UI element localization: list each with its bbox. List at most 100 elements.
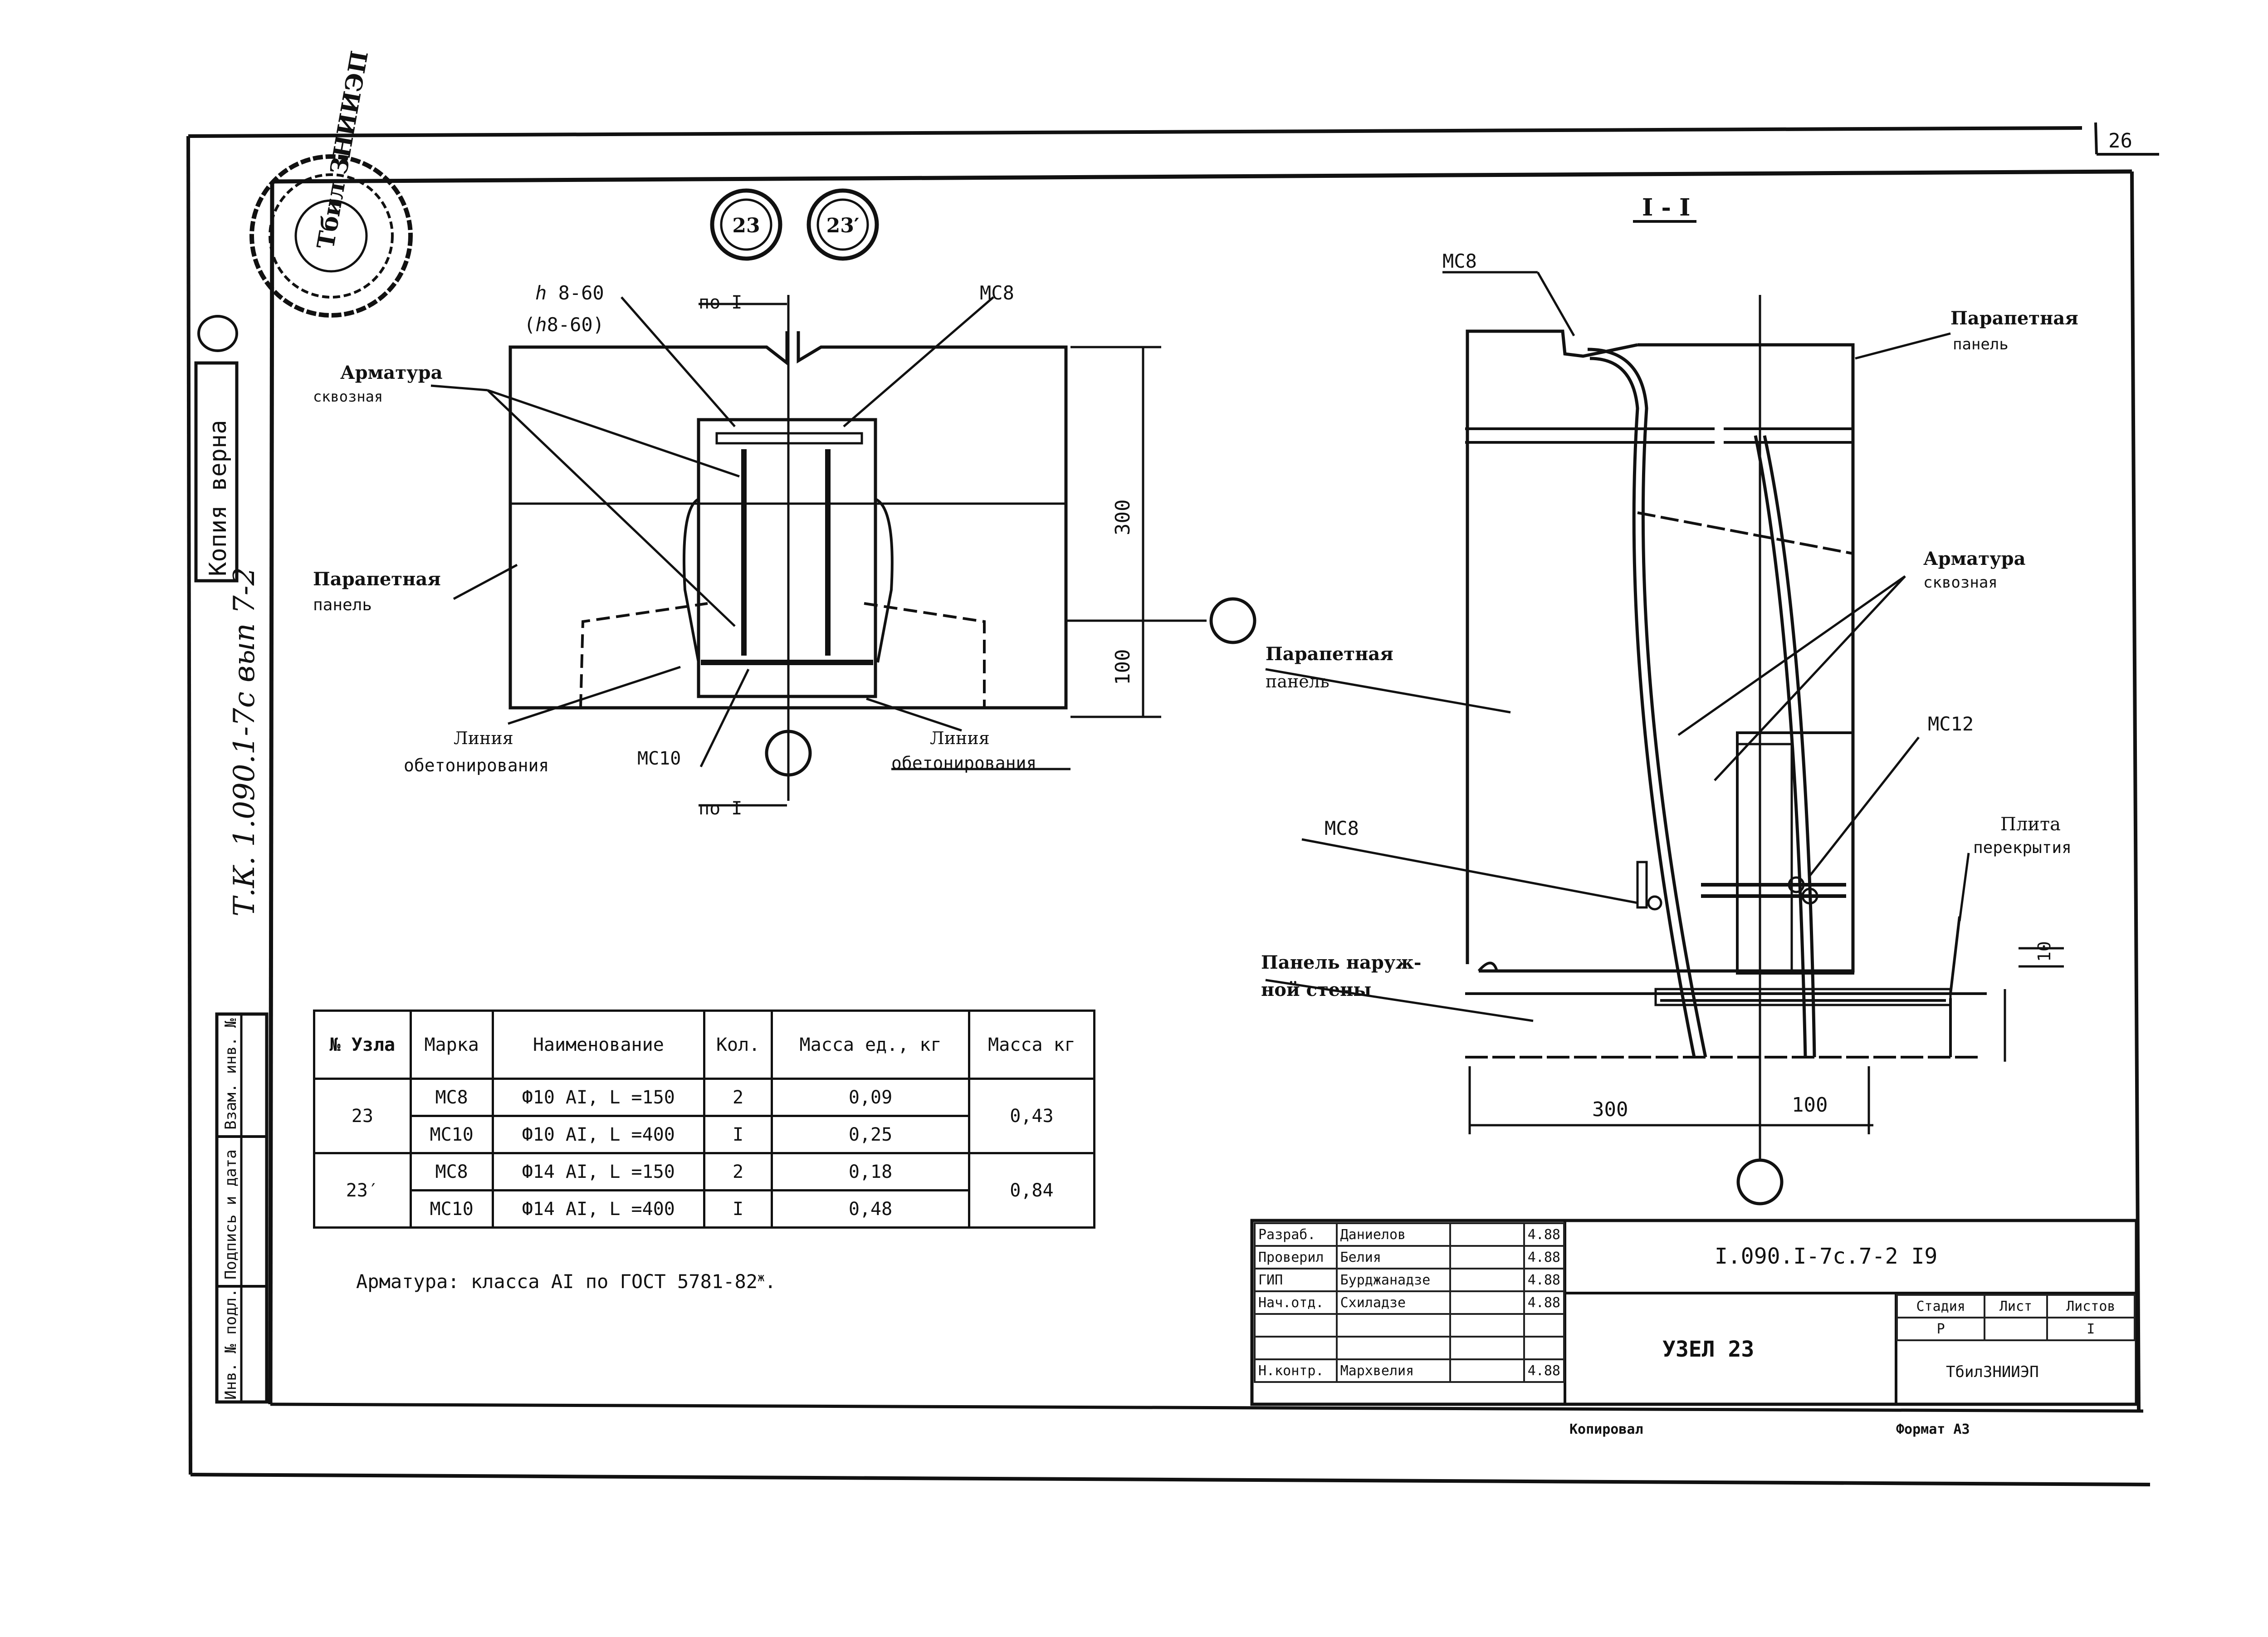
role	[1254, 1313, 1338, 1338]
sign-date: 4.88	[1523, 1222, 1565, 1247]
sign-date	[1523, 1313, 1565, 1338]
format-label: Формат А3	[1896, 1421, 1970, 1437]
spec-unit-mass: 0,48	[771, 1189, 970, 1229]
note-text: Арматура: класса АI по ГОСТ 5781-82	[356, 1270, 758, 1293]
spec-table: № Узла Марка Наименование Кол. Масса ед.…	[313, 1010, 1096, 1229]
svg-text:Тбил ЗНИИЭП: Тбил ЗНИИЭП	[312, 49, 374, 251]
sign-date: 4.88	[1523, 1268, 1565, 1292]
signer: Схиладзе	[1335, 1290, 1451, 1315]
sheet-header: Лист	[1984, 1294, 2048, 1318]
organization-stamp: Тбил ЗНИИЭП	[249, 49, 413, 318]
spec-header-mass: Масса кг	[968, 1010, 1096, 1080]
section-mc12: МС12	[1928, 713, 1974, 735]
spec-header-qty: Кол.	[703, 1010, 773, 1080]
role: Разраб.	[1254, 1222, 1338, 1247]
node-marker-23	[710, 188, 782, 261]
signature-cell	[1449, 1268, 1525, 1292]
mc8-callout: МС8	[980, 282, 1014, 304]
reinforcement-note: Арматура: класса АI по ГОСТ 5781-82ж.	[356, 1270, 776, 1293]
wall-callout: Панель наруж-	[1261, 952, 1421, 973]
axis-marker-right	[1209, 597, 1256, 644]
note-tail: .	[764, 1270, 776, 1293]
page-number: 26	[2108, 129, 2132, 152]
section-panel-left: Парапетная	[1266, 643, 1393, 665]
dim-100-vertical: 100	[1111, 649, 1134, 685]
signature-cell	[1449, 1245, 1525, 1269]
section-dim-100: 100	[1792, 1093, 1828, 1117]
section-dim-10: 10	[2034, 941, 2054, 962]
section-armature-callout: Арматура	[1923, 548, 2026, 569]
spec-unit-mass: 0,18	[771, 1152, 970, 1191]
sign-date: 4.88	[1523, 1245, 1565, 1269]
section-armature-callout-2: сквозная	[1923, 573, 1998, 592]
note-superscript: ж	[758, 1271, 765, 1284]
sheet-frame	[186, 122, 2159, 1486]
spec-header-unit-mass: Масса ед., кг	[771, 1010, 970, 1080]
signer	[1335, 1336, 1451, 1360]
section-title: I - I	[1642, 194, 1690, 221]
sheets-value: I	[2046, 1317, 2136, 1341]
signature-cell	[1449, 1313, 1525, 1338]
spec-node: 23′	[313, 1152, 412, 1229]
cut-label-bottom: по I	[699, 798, 742, 819]
spec-mark: МС10	[409, 1115, 494, 1154]
strip-label-inventory: Инв. № подл.	[222, 1288, 240, 1400]
spec-header-name: Наименование	[491, 1010, 705, 1080]
stage-header: Стадия	[1896, 1294, 1986, 1318]
panel-callout: Парапетная	[313, 569, 441, 590]
spec-name: Ф10 АI, L =150	[491, 1078, 705, 1117]
armature-callout: Арматура	[340, 362, 443, 383]
concreting-line-left-2: обетонирования	[404, 755, 549, 775]
vertical-doc-code: Т.К. 1.090.1-7с вып 7-2	[228, 567, 261, 917]
copy-label: Копия верна	[205, 420, 232, 576]
mc10-callout: МС10	[637, 748, 681, 769]
concreting-line-left: Линия	[454, 728, 513, 748]
dim-300-vertical: 300	[1111, 500, 1134, 535]
role: ГИП	[1254, 1268, 1338, 1292]
node-marker-23-prime-label: 23′	[826, 214, 860, 237]
spec-name: Ф14 АI, L =400	[491, 1189, 705, 1229]
signer: Белия	[1335, 1245, 1451, 1269]
spec-qty: I	[703, 1115, 773, 1154]
slab-callout-2: перекрытия	[1973, 838, 2072, 857]
armature-callout-2: сквозная	[313, 388, 383, 405]
strip-label-replace: Взам. инв. №	[222, 1018, 240, 1130]
role: Нач.отд.	[1254, 1290, 1338, 1315]
role	[1254, 1336, 1338, 1360]
section-dim-300: 300	[1592, 1098, 1628, 1121]
section-axis-marker	[1736, 1158, 1784, 1206]
concreting-line-right-2: обетонирования	[891, 753, 1036, 773]
strip-label-signature: Подпись и дата	[222, 1149, 240, 1279]
signature-table: Разраб. Даниелов 4.88 Проверил Белия 4.8…	[1254, 1222, 1565, 1383]
spec-mark: МС8	[409, 1078, 494, 1117]
organization-name: ТбилЗНИИЭП	[1946, 1363, 2039, 1381]
spec-qty: I	[703, 1189, 773, 1229]
signer	[1335, 1313, 1451, 1338]
node-marker-23-prime	[807, 188, 879, 261]
section-mc8-mid: МС8	[1325, 817, 1359, 839]
left-strip	[194, 361, 269, 1404]
spec-unit-mass: 0,25	[771, 1115, 970, 1154]
role: Проверил	[1254, 1245, 1338, 1269]
signature-cell	[1449, 1358, 1525, 1383]
copied-by-label: Копировал	[1569, 1421, 1643, 1437]
signature-cell	[1449, 1336, 1525, 1360]
title-block-frame	[1250, 1219, 2138, 1406]
spec-mark: МС8	[409, 1152, 494, 1191]
drawing-title: УЗЕЛ 23	[1662, 1337, 1754, 1362]
wall-callout-2: ной стены	[1261, 979, 1372, 1000]
section-panel-callout: Парапетная	[1950, 308, 2078, 329]
stage-table: Стадия Лист Листов Р I	[1896, 1294, 2136, 1341]
role: Н.контр.	[1254, 1358, 1338, 1383]
concreting-line-right: Линия	[930, 728, 990, 748]
spec-name: Ф14 АI, L =150	[491, 1152, 705, 1191]
doc-code: I.090.I-7с.7-2 I9	[1715, 1244, 1937, 1269]
sheets-header: Листов	[2046, 1294, 2136, 1318]
spec-unit-mass: 0,09	[771, 1078, 970, 1117]
signer: Даниелов	[1335, 1222, 1451, 1247]
spec-total-mass: 0,84	[968, 1152, 1096, 1229]
weld-alt-label: (ℎ8-60)	[524, 314, 604, 336]
cut-label-top: по I	[699, 292, 742, 313]
node-marker-23-label: 23	[732, 214, 760, 237]
sign-date: 4.88	[1523, 1358, 1565, 1383]
